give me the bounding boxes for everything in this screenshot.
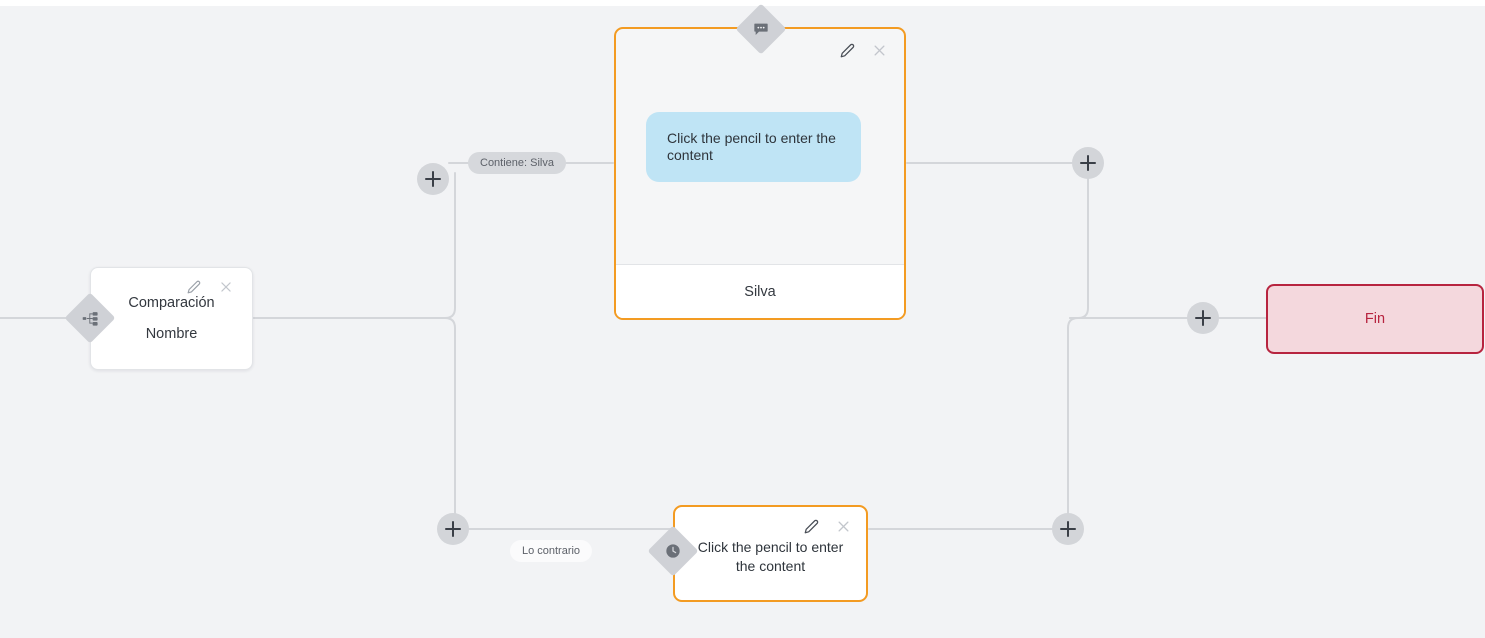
add-node-button-lower-left[interactable] xyxy=(437,513,469,545)
branch-hierarchy-icon xyxy=(72,300,108,336)
start-card-actions xyxy=(185,278,235,296)
start-node-type-badge[interactable] xyxy=(64,292,116,344)
close-icon[interactable] xyxy=(217,278,235,296)
close-icon[interactable] xyxy=(834,517,852,535)
end-node-label: Fin xyxy=(1364,311,1386,327)
message-node-type-badge[interactable] xyxy=(735,3,787,55)
add-node-button-lower-right[interactable] xyxy=(1052,513,1084,545)
message-node-footer: Silva xyxy=(616,264,904,318)
message-node-body: Click the pencil to enter the content xyxy=(616,29,904,264)
add-node-button-upper-left[interactable] xyxy=(417,163,449,195)
node-wait-placeholder[interactable]: Click the pencil to enter the content xyxy=(673,505,868,602)
node-comparacion[interactable]: Comparación Nombre xyxy=(90,267,253,370)
add-node-button-before-end[interactable] xyxy=(1187,302,1219,334)
wait-node-type-badge[interactable] xyxy=(647,525,699,577)
close-icon[interactable] xyxy=(870,41,888,59)
edge-right-lower-to-merge xyxy=(1067,317,1089,514)
pencil-icon[interactable] xyxy=(802,517,820,535)
clock-icon xyxy=(655,533,691,569)
edge-start-to-lower-branch xyxy=(253,317,456,520)
edge-label-lo-contrario[interactable]: Lo contrario xyxy=(509,540,593,562)
edge-start-to-upper-branch xyxy=(253,172,456,319)
edge-right-upper-to-merge xyxy=(1069,178,1089,319)
pencil-icon[interactable] xyxy=(838,41,856,59)
chat-bubble-icon xyxy=(743,11,779,47)
edge-label-contiene[interactable]: Contiene: Silva xyxy=(468,152,566,174)
wait-card-actions xyxy=(802,517,852,535)
message-bubble-placeholder[interactable]: Click the pencil to enter the content xyxy=(646,111,861,182)
wait-node-placeholder-text[interactable]: Click the pencil to enter the content xyxy=(697,538,844,574)
node-fin[interactable]: Fin xyxy=(1266,284,1484,354)
pencil-icon[interactable] xyxy=(185,278,203,296)
start-node-subtitle: Nombre xyxy=(145,326,198,342)
top-header-strip xyxy=(0,0,1485,6)
node-message-silva[interactable]: Click the pencil to enter the content Si… xyxy=(614,27,906,320)
start-node-title: Comparación xyxy=(128,295,215,311)
add-node-button-upper-right[interactable] xyxy=(1072,147,1104,179)
message-card-actions xyxy=(838,41,888,59)
